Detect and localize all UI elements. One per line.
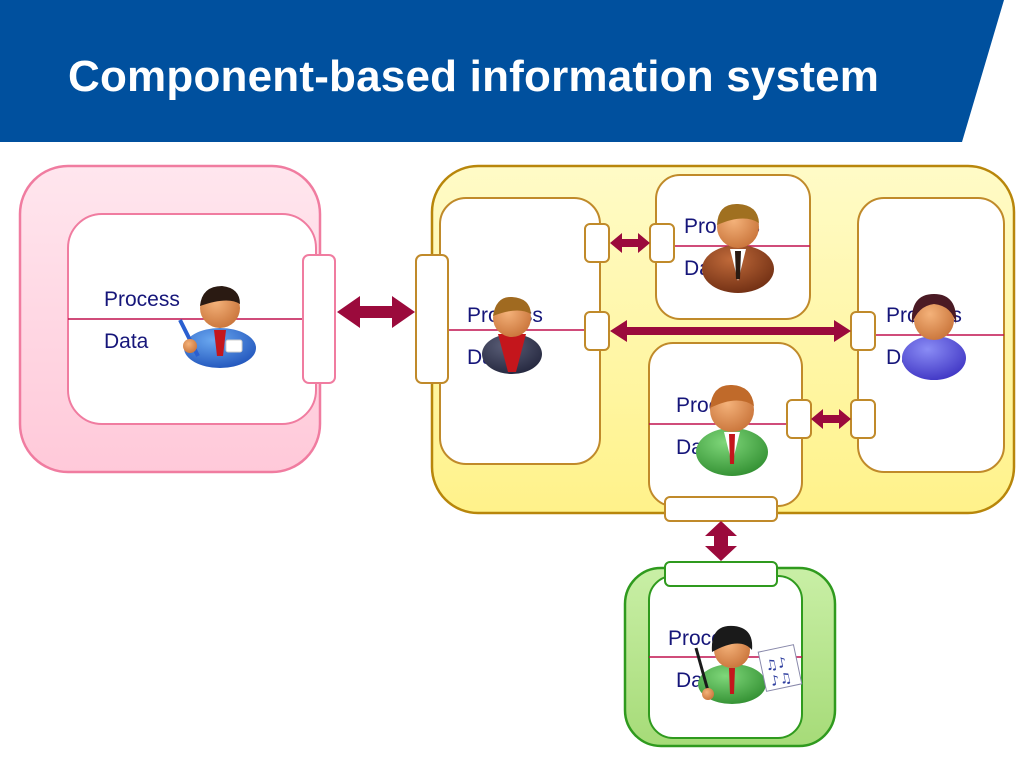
center-component-box (439, 197, 601, 465)
center-data-label: Data (467, 346, 512, 369)
left-interface-port (302, 254, 336, 384)
middle-data-label: Data (676, 436, 721, 459)
center-bottom-port (664, 496, 778, 522)
right-data-label: Data (886, 346, 931, 369)
arrow-center-top (610, 233, 650, 253)
center-process-label: Process (467, 304, 543, 327)
top-component-box (655, 174, 811, 320)
center-system-interface-port (415, 254, 449, 384)
left-data-label: Data (104, 330, 149, 353)
top-data-label: Data (684, 257, 729, 280)
right-process-label: Process (886, 304, 962, 327)
center-top-port (584, 223, 610, 263)
bottom-data-label: Data (676, 669, 721, 692)
middle-process-label: Process (676, 394, 752, 417)
slide-title: Component-based information system (68, 52, 880, 101)
middle-right-port (786, 399, 812, 439)
top-left-port (649, 223, 675, 263)
top-process-label: Process (684, 215, 760, 238)
title-banner (0, 0, 1004, 142)
right-lower-port (850, 399, 876, 439)
bottom-process-label: Process (668, 627, 744, 650)
bottom-top-port (664, 561, 778, 587)
arrow-middle-right (811, 409, 851, 429)
center-right-port (584, 311, 610, 351)
arrow-center-bottom (705, 521, 737, 561)
left-process-label: Process (104, 288, 180, 311)
arrow-left-center (337, 296, 415, 328)
right-left-port (850, 311, 876, 351)
arrow-center-right (610, 320, 851, 342)
